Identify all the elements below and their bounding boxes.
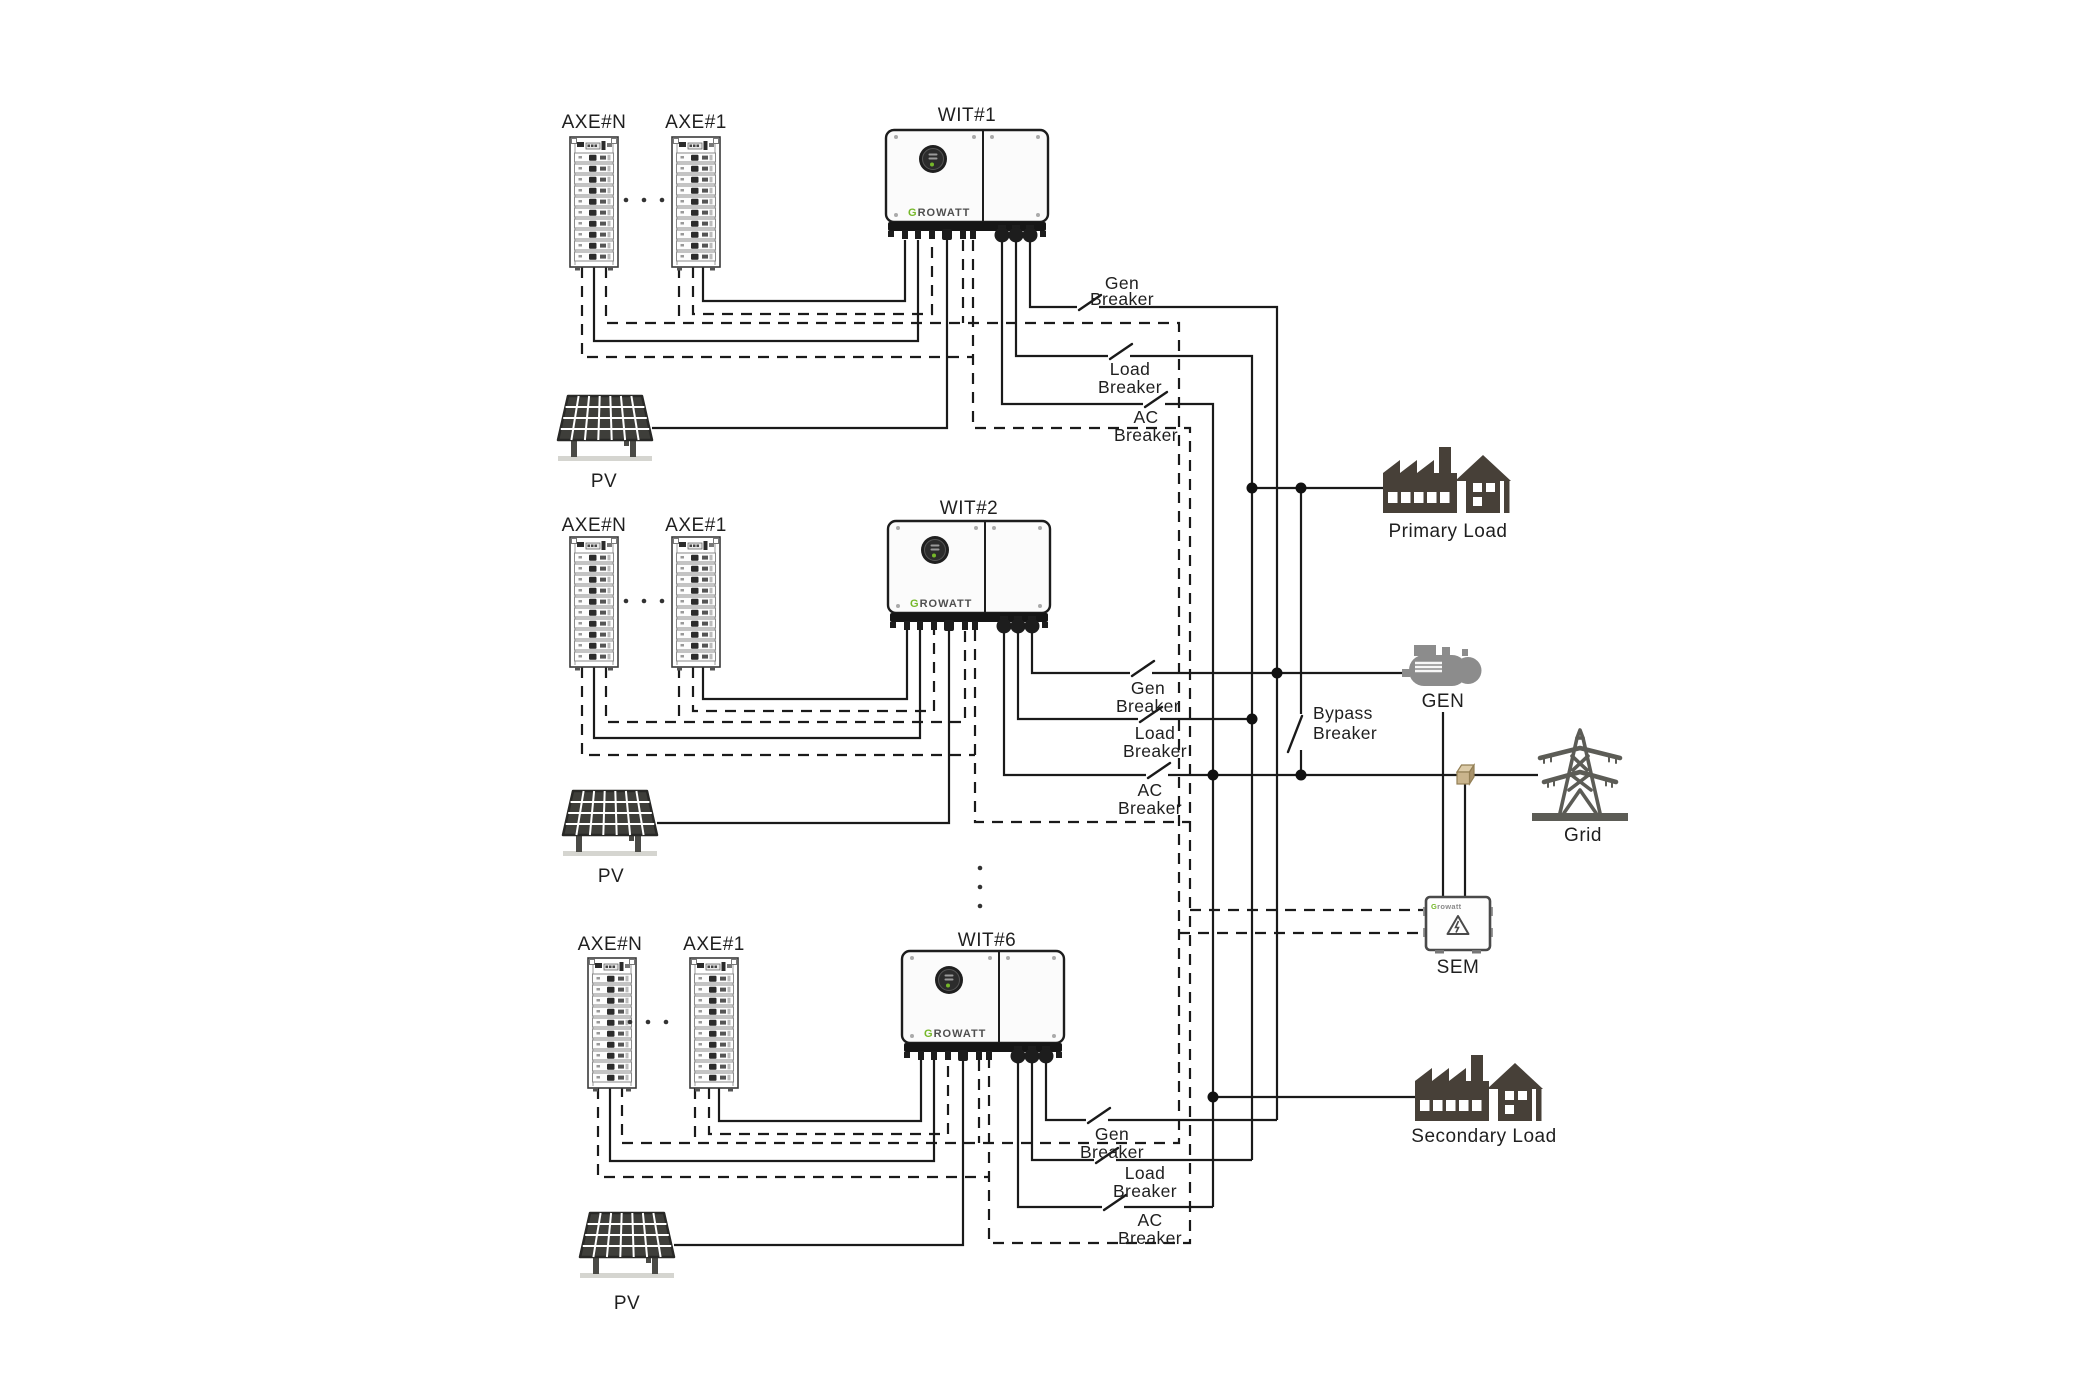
secondary-load-label: Secondary Load bbox=[1411, 1126, 1556, 1147]
grid-label: Grid bbox=[1564, 825, 1602, 846]
ac-breaker-label: Breaker bbox=[1114, 425, 1178, 445]
labels: AXE#N AXE#1 WIT#1 PV Gen Breaker Load Br… bbox=[562, 105, 1602, 1314]
pv-label: PV bbox=[598, 866, 624, 887]
sem-meter-icon bbox=[1421, 895, 1495, 955]
ac-breaker-label: AC bbox=[1137, 1210, 1162, 1230]
battery-n-label: AXE#N bbox=[562, 112, 627, 133]
primary-load-label: Primary Load bbox=[1389, 521, 1508, 542]
pv-label: PV bbox=[614, 1293, 640, 1314]
battery-rack-icon bbox=[672, 137, 720, 271]
ac-breaker-label: AC bbox=[1133, 407, 1158, 427]
load-breaker-label: Breaker bbox=[1098, 377, 1162, 397]
primary-load-icon bbox=[1383, 447, 1511, 513]
junction-dots bbox=[1207, 482, 1307, 1103]
battery-1-label: AXE#1 bbox=[665, 112, 727, 133]
grid-tower-icon bbox=[1532, 730, 1628, 821]
battery-rack-icon bbox=[690, 958, 738, 1092]
battery-1-label: AXE#1 bbox=[683, 934, 745, 955]
inverter-icon bbox=[886, 519, 1052, 635]
generator-label: GEN bbox=[1422, 691, 1465, 712]
pv-panel-icon bbox=[578, 1211, 676, 1280]
battery-rack-icon bbox=[672, 537, 720, 671]
ac-breaker-label: Breaker bbox=[1118, 1228, 1182, 1248]
power-wires bbox=[592, 240, 1538, 1247]
breaker-switches bbox=[1077, 293, 1304, 1212]
generator-icon bbox=[1400, 643, 1483, 688]
gen-breaker-label: Gen bbox=[1131, 678, 1165, 698]
battery-1-label: AXE#1 bbox=[665, 515, 727, 536]
battery-rack-icon bbox=[570, 537, 618, 671]
load-breaker-label: Load bbox=[1110, 359, 1151, 379]
inverter-icon bbox=[900, 949, 1066, 1065]
bypass-breaker-label: Bypass bbox=[1313, 703, 1373, 723]
bypass-breaker-label: Breaker bbox=[1313, 723, 1377, 743]
gen-breaker-label: Breaker bbox=[1080, 1142, 1144, 1162]
gen-breaker-label: Breaker bbox=[1116, 696, 1180, 716]
inverter-label: WIT#6 bbox=[958, 930, 1016, 951]
battery-n-label: AXE#N bbox=[562, 515, 627, 536]
gen-breaker-label: Breaker bbox=[1090, 289, 1154, 309]
battery-rack-icon bbox=[588, 958, 636, 1092]
current-transformer-icon bbox=[1456, 764, 1475, 785]
pv-panel-icon bbox=[561, 789, 659, 858]
ac-breaker-label: Breaker bbox=[1118, 798, 1182, 818]
battery-n-label: AXE#N bbox=[578, 934, 643, 955]
ac-breaker-label: AC bbox=[1137, 780, 1162, 800]
load-breaker-label: Load bbox=[1135, 723, 1176, 743]
pv-label: PV bbox=[591, 471, 617, 492]
inverter-icon bbox=[884, 128, 1050, 244]
gen-breaker-label: Gen bbox=[1105, 273, 1139, 293]
load-breaker-label: Breaker bbox=[1123, 741, 1187, 761]
gen-breaker-label: Gen bbox=[1095, 1124, 1129, 1144]
secondary-load-icon bbox=[1415, 1055, 1543, 1121]
battery-rack-icon bbox=[570, 137, 618, 271]
inverter-label: WIT#2 bbox=[940, 498, 998, 519]
pv-panel-icon bbox=[556, 394, 654, 463]
inverter-label: WIT#1 bbox=[938, 105, 996, 126]
load-breaker-label: Breaker bbox=[1113, 1181, 1177, 1201]
ellipsis-dots bbox=[623, 197, 983, 1025]
load-breaker-label: Load bbox=[1125, 1163, 1166, 1183]
sem-label: SEM bbox=[1437, 957, 1480, 978]
comm-wires bbox=[580, 240, 1426, 1245]
